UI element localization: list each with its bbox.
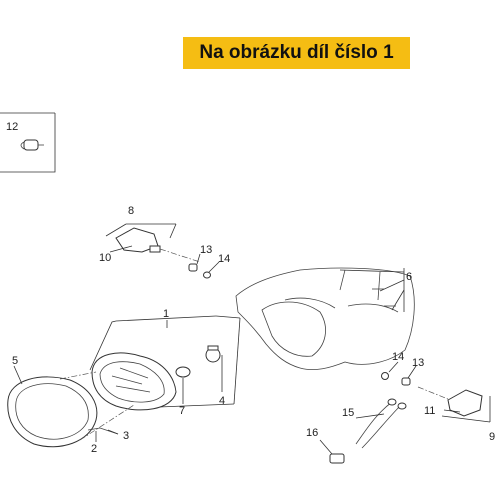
bulb-13-lower — [401, 365, 417, 386]
callout-10: 10 — [99, 252, 111, 264]
callout-7: 7 — [179, 405, 185, 417]
callout-3: 3 — [123, 430, 129, 442]
part-number-banner: Na obrázku díl číslo 1 — [183, 37, 410, 69]
bulb-13-upper — [188, 253, 201, 272]
callout-12: 12 — [6, 121, 18, 133]
bulb-16 — [319, 439, 345, 464]
screws-6 — [339, 268, 405, 312]
callout-11: 11 — [424, 405, 435, 417]
grommet-14-upper — [203, 261, 220, 279]
headlamp-assembly — [89, 315, 241, 411]
turn-signal-right — [417, 386, 491, 423]
inset-box-12: 12 — [0, 112, 56, 173]
callout-6: 6 — [406, 271, 412, 283]
callout-13-upper: 13 — [200, 244, 212, 256]
front-shield-outline — [235, 267, 415, 370]
callout-4: 4 — [219, 395, 225, 407]
callout-8: 8 — [128, 205, 134, 217]
socket-4 — [205, 345, 223, 392]
callout-5: 5 — [12, 355, 18, 367]
callout-15: 15 — [342, 407, 354, 419]
callout-1: 1 — [163, 308, 169, 320]
turn-signal-left — [105, 223, 201, 263]
bulb-7 — [175, 366, 191, 404]
callout-14-lower: 14 — [392, 351, 404, 363]
callout-9: 9 — [489, 431, 495, 443]
headlamp-rim — [7, 365, 135, 448]
callout-14-upper: 14 — [218, 253, 230, 265]
screws-2-3 — [87, 427, 119, 442]
bulb-12-drawing — [20, 139, 44, 151]
wiring-harness-15 — [355, 398, 407, 449]
grommet-14-lower — [381, 361, 399, 380]
callout-2: 2 — [91, 443, 97, 455]
callout-16: 16 — [306, 427, 318, 439]
callout-13-lower: 13 — [412, 357, 424, 369]
